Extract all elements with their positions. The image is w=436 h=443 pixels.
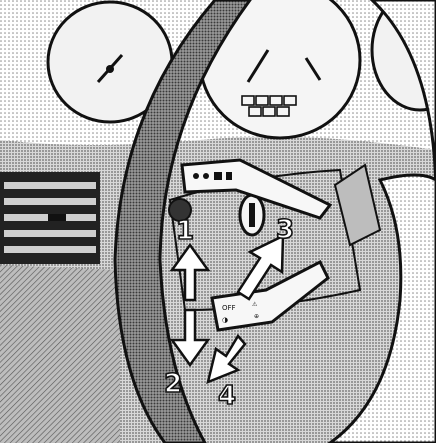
svg-text:OFF: OFF [222,304,236,312]
lower-dash-panel [0,265,120,443]
callout-1: 1 [176,216,194,246]
svg-text:⚠: ⚠ [252,301,258,308]
callout-2: 2 [164,369,182,399]
callout-3: 3 [276,215,294,245]
callout-4: 4 [218,381,236,411]
svg-text:⊕: ⊕ [254,313,259,320]
air-vent [0,172,100,264]
svg-text:◑: ◑ [222,316,228,324]
ignition-switch-icon [240,195,264,235]
